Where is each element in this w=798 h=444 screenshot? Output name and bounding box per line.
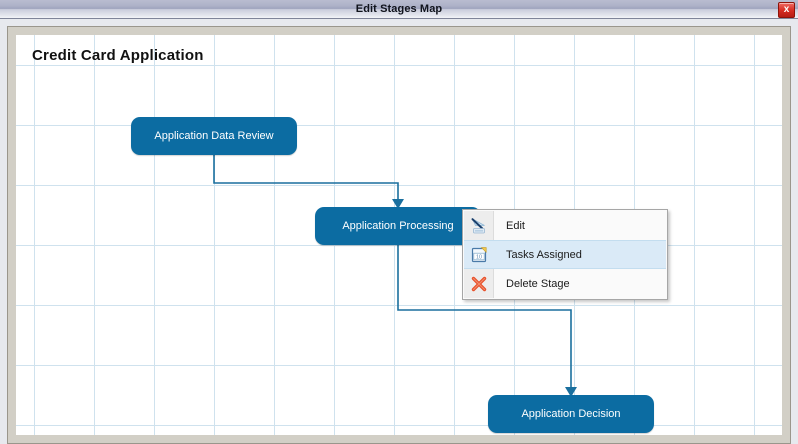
stage-node-application-data-review[interactable]: Application Data Review: [131, 117, 297, 155]
connector-node1-node2: [213, 155, 399, 201]
menu-item-tasks-assigned[interactable]: 10 Tasks Assigned: [464, 240, 666, 269]
stage-node-label: Application Decision: [521, 408, 621, 420]
window-titlebar: Edit Stages Map x: [0, 0, 798, 19]
diagram-title: Credit Card Application: [32, 47, 204, 64]
menu-item-label: Tasks Assigned: [506, 248, 582, 261]
diagram-canvas[interactable]: Credit Card Application Application Data…: [16, 35, 782, 435]
stage-node-application-processing[interactable]: Application Processing: [315, 207, 481, 245]
canvas-frame: Credit Card Application Application Data…: [7, 26, 791, 444]
window-body: Credit Card Application Application Data…: [0, 19, 798, 444]
edit-pen-icon: [464, 211, 494, 240]
stage-node-application-decision[interactable]: Application Decision: [488, 395, 654, 433]
menu-item-edit[interactable]: Edit: [464, 211, 666, 240]
window-title: Edit Stages Map: [355, 3, 443, 15]
tasks-note-icon: 10: [464, 241, 494, 268]
close-button[interactable]: x: [778, 2, 795, 18]
menu-item-delete-stage[interactable]: Delete Stage: [464, 269, 666, 298]
svg-text:10: 10: [476, 254, 482, 260]
stage-node-label: Application Data Review: [154, 130, 274, 142]
delete-x-icon: [464, 269, 494, 298]
menu-item-label: Edit: [506, 219, 525, 232]
stage-node-label: Application Processing: [342, 220, 454, 232]
menu-item-label: Delete Stage: [506, 277, 570, 290]
close-icon: x: [783, 4, 790, 15]
stage-context-menu[interactable]: Edit 10 Tasks Assigned: [462, 209, 668, 300]
